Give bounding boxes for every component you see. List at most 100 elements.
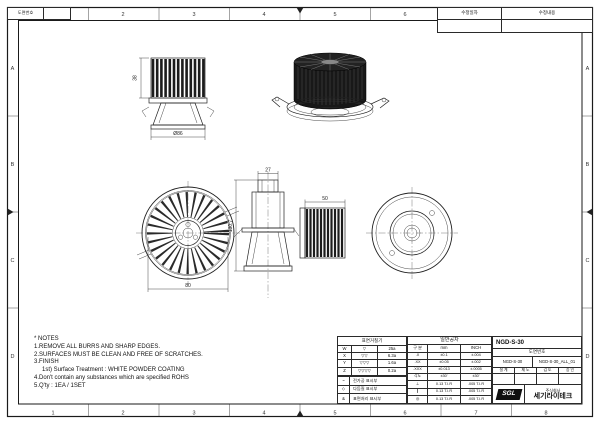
cell: ±30' <box>461 374 491 382</box>
cell: 0.13 T.I.R <box>428 388 461 396</box>
view-top-circular <box>366 187 458 279</box>
svg-text:B: B <box>586 162 590 168</box>
cell: W <box>338 345 352 354</box>
tolerance-title: 일반공차 <box>408 337 491 345</box>
cell: Y <box>338 360 352 368</box>
svg-text:2: 2 <box>121 12 124 18</box>
note-line: 5.Q'ty : 1EA / 1SET <box>34 382 86 389</box>
dim-flange-dia: Ø86 <box>173 131 183 137</box>
approval-header: 설 계 <box>493 368 515 374</box>
cell: ±0.1 <box>428 352 461 360</box>
note-line: 4.Don't contain any substances which are… <box>34 374 189 381</box>
cell: .XX <box>408 359 428 368</box>
svg-text:B: B <box>11 162 15 168</box>
spring-clip <box>141 106 150 118</box>
cell: .005 T.I.R <box>467 396 485 401</box>
approval-header: 제 도 <box>515 368 537 374</box>
svg-text:A: A <box>586 66 590 72</box>
view-fin-profile: 50 <box>299 196 346 259</box>
title-block: NGD-S-30 도면번호 NGD-S-30 NGD-S-30_ALL_01 설… <box>492 336 582 404</box>
roughness-title: 표면거칠기 <box>338 337 406 346</box>
cell: 0.13 T.I.R <box>428 395 461 404</box>
cell: .XXX <box>408 367 428 375</box>
rev-content-header: 수정내용 <box>502 8 592 21</box>
logo-text: SGL <box>501 389 516 397</box>
cell: Z <box>338 367 352 375</box>
cell: ±.004 <box>461 353 491 360</box>
dim-overall-height: 130.7 <box>228 220 234 233</box>
svg-text:4: 4 <box>262 411 265 417</box>
drawing-no: NGD-S-30 <box>493 357 533 368</box>
cell: ▽ <box>352 345 378 354</box>
center-marks <box>7 7 593 417</box>
cell: X <box>338 353 352 361</box>
approval-cell <box>559 374 581 385</box>
dim-front-dia: 80 <box>185 283 191 289</box>
svg-text:6: 6 <box>403 12 406 18</box>
approval-cell <box>515 374 537 385</box>
col-header: 구 분 <box>408 344 428 353</box>
cell: 표면처리 표시부 <box>353 395 382 401</box>
cell: .005 T.I.R <box>461 381 491 389</box>
svg-text:2: 2 <box>121 411 124 417</box>
cell: ~ <box>338 377 350 386</box>
svg-text:7: 7 <box>474 411 477 417</box>
approval-cell <box>537 374 559 385</box>
company-logo-mark: SGL <box>495 388 522 400</box>
company-cell: 주식회사 세기라이테크 <box>525 385 581 403</box>
cell: 6.3a <box>378 353 406 361</box>
doc-no-label: 도면번호 <box>8 8 44 19</box>
cell: ∥ <box>408 388 428 396</box>
cell: 0.13 T.I.R <box>428 381 461 389</box>
doc-no-value <box>44 8 70 19</box>
rev-date-header: 수정일자 <box>438 8 502 21</box>
dim-fin-height: 38 <box>133 75 139 81</box>
rev-content-cell <box>502 20 592 32</box>
note-line: 3.FINISH <box>34 359 59 366</box>
company-prefix: 주식회사 <box>545 387 561 393</box>
spring-clip <box>271 96 290 108</box>
inner-border <box>18 20 583 405</box>
svg-text:D: D <box>11 354 15 360</box>
cell: 다듬질 표시부 <box>350 386 406 395</box>
cell: .005 T.I.R <box>461 389 491 396</box>
note-line: 1.REMOVE ALL BURRS AND SHARP EDGES. <box>34 343 161 350</box>
cell: ⊥ <box>408 381 428 389</box>
notes-block: * NOTES 1.REMOVE ALL BURRS AND SHARP EDG… <box>34 336 329 391</box>
company-logo: SGL <box>493 385 525 403</box>
cell: ▽▽▽▽ <box>352 367 378 375</box>
svg-text:5: 5 <box>333 12 336 18</box>
view-isometric <box>271 52 390 122</box>
part-name: NGD-S-30 <box>493 337 581 349</box>
cell: & <box>338 394 350 404</box>
cell: ±0.013 <box>428 367 461 375</box>
cell: 각도 <box>408 374 428 382</box>
file-name: NGD-S-30_ALL_01 <box>533 357 581 368</box>
cell: ±.002 <box>461 360 491 368</box>
approval-header: 검 토 <box>537 368 559 374</box>
svg-text:6: 6 <box>403 411 406 417</box>
cell: ±30' <box>428 374 461 382</box>
dim-fin-width: 50 <box>322 196 328 202</box>
dim-top-width: 27 <box>265 168 271 174</box>
cell: 25a <box>378 346 406 354</box>
fins <box>151 59 205 97</box>
view-front-circular: 80 <box>136 181 240 292</box>
cell: ▽▽ <box>352 353 378 361</box>
col-header: INCH <box>461 345 491 353</box>
legend-table: ~ 전가공 표시부 ◇ 다듬질 표시부 & 표면처리 표시부 <box>337 376 407 404</box>
approval-header: 승 인 <box>559 368 581 374</box>
svg-text:C: C <box>586 258 590 264</box>
cell: ▽▽▽ <box>352 360 378 368</box>
svg-text:3: 3 <box>192 411 195 417</box>
svg-text:4: 4 <box>262 12 265 18</box>
svg-text:A: A <box>11 66 15 72</box>
company-name: 세기라이테크 <box>533 392 573 400</box>
doc-no-box: 도면번호 <box>7 7 71 20</box>
svg-text:D: D <box>586 354 590 360</box>
radial-fins <box>147 192 229 274</box>
tolerance-table: 일반공차 구 분 mm INCH .X ±0.1 ±.004 .XX ±0.05… <box>407 336 492 404</box>
note-line: 1st) Surface Treatment : WHITE POWDER CO… <box>42 367 185 374</box>
